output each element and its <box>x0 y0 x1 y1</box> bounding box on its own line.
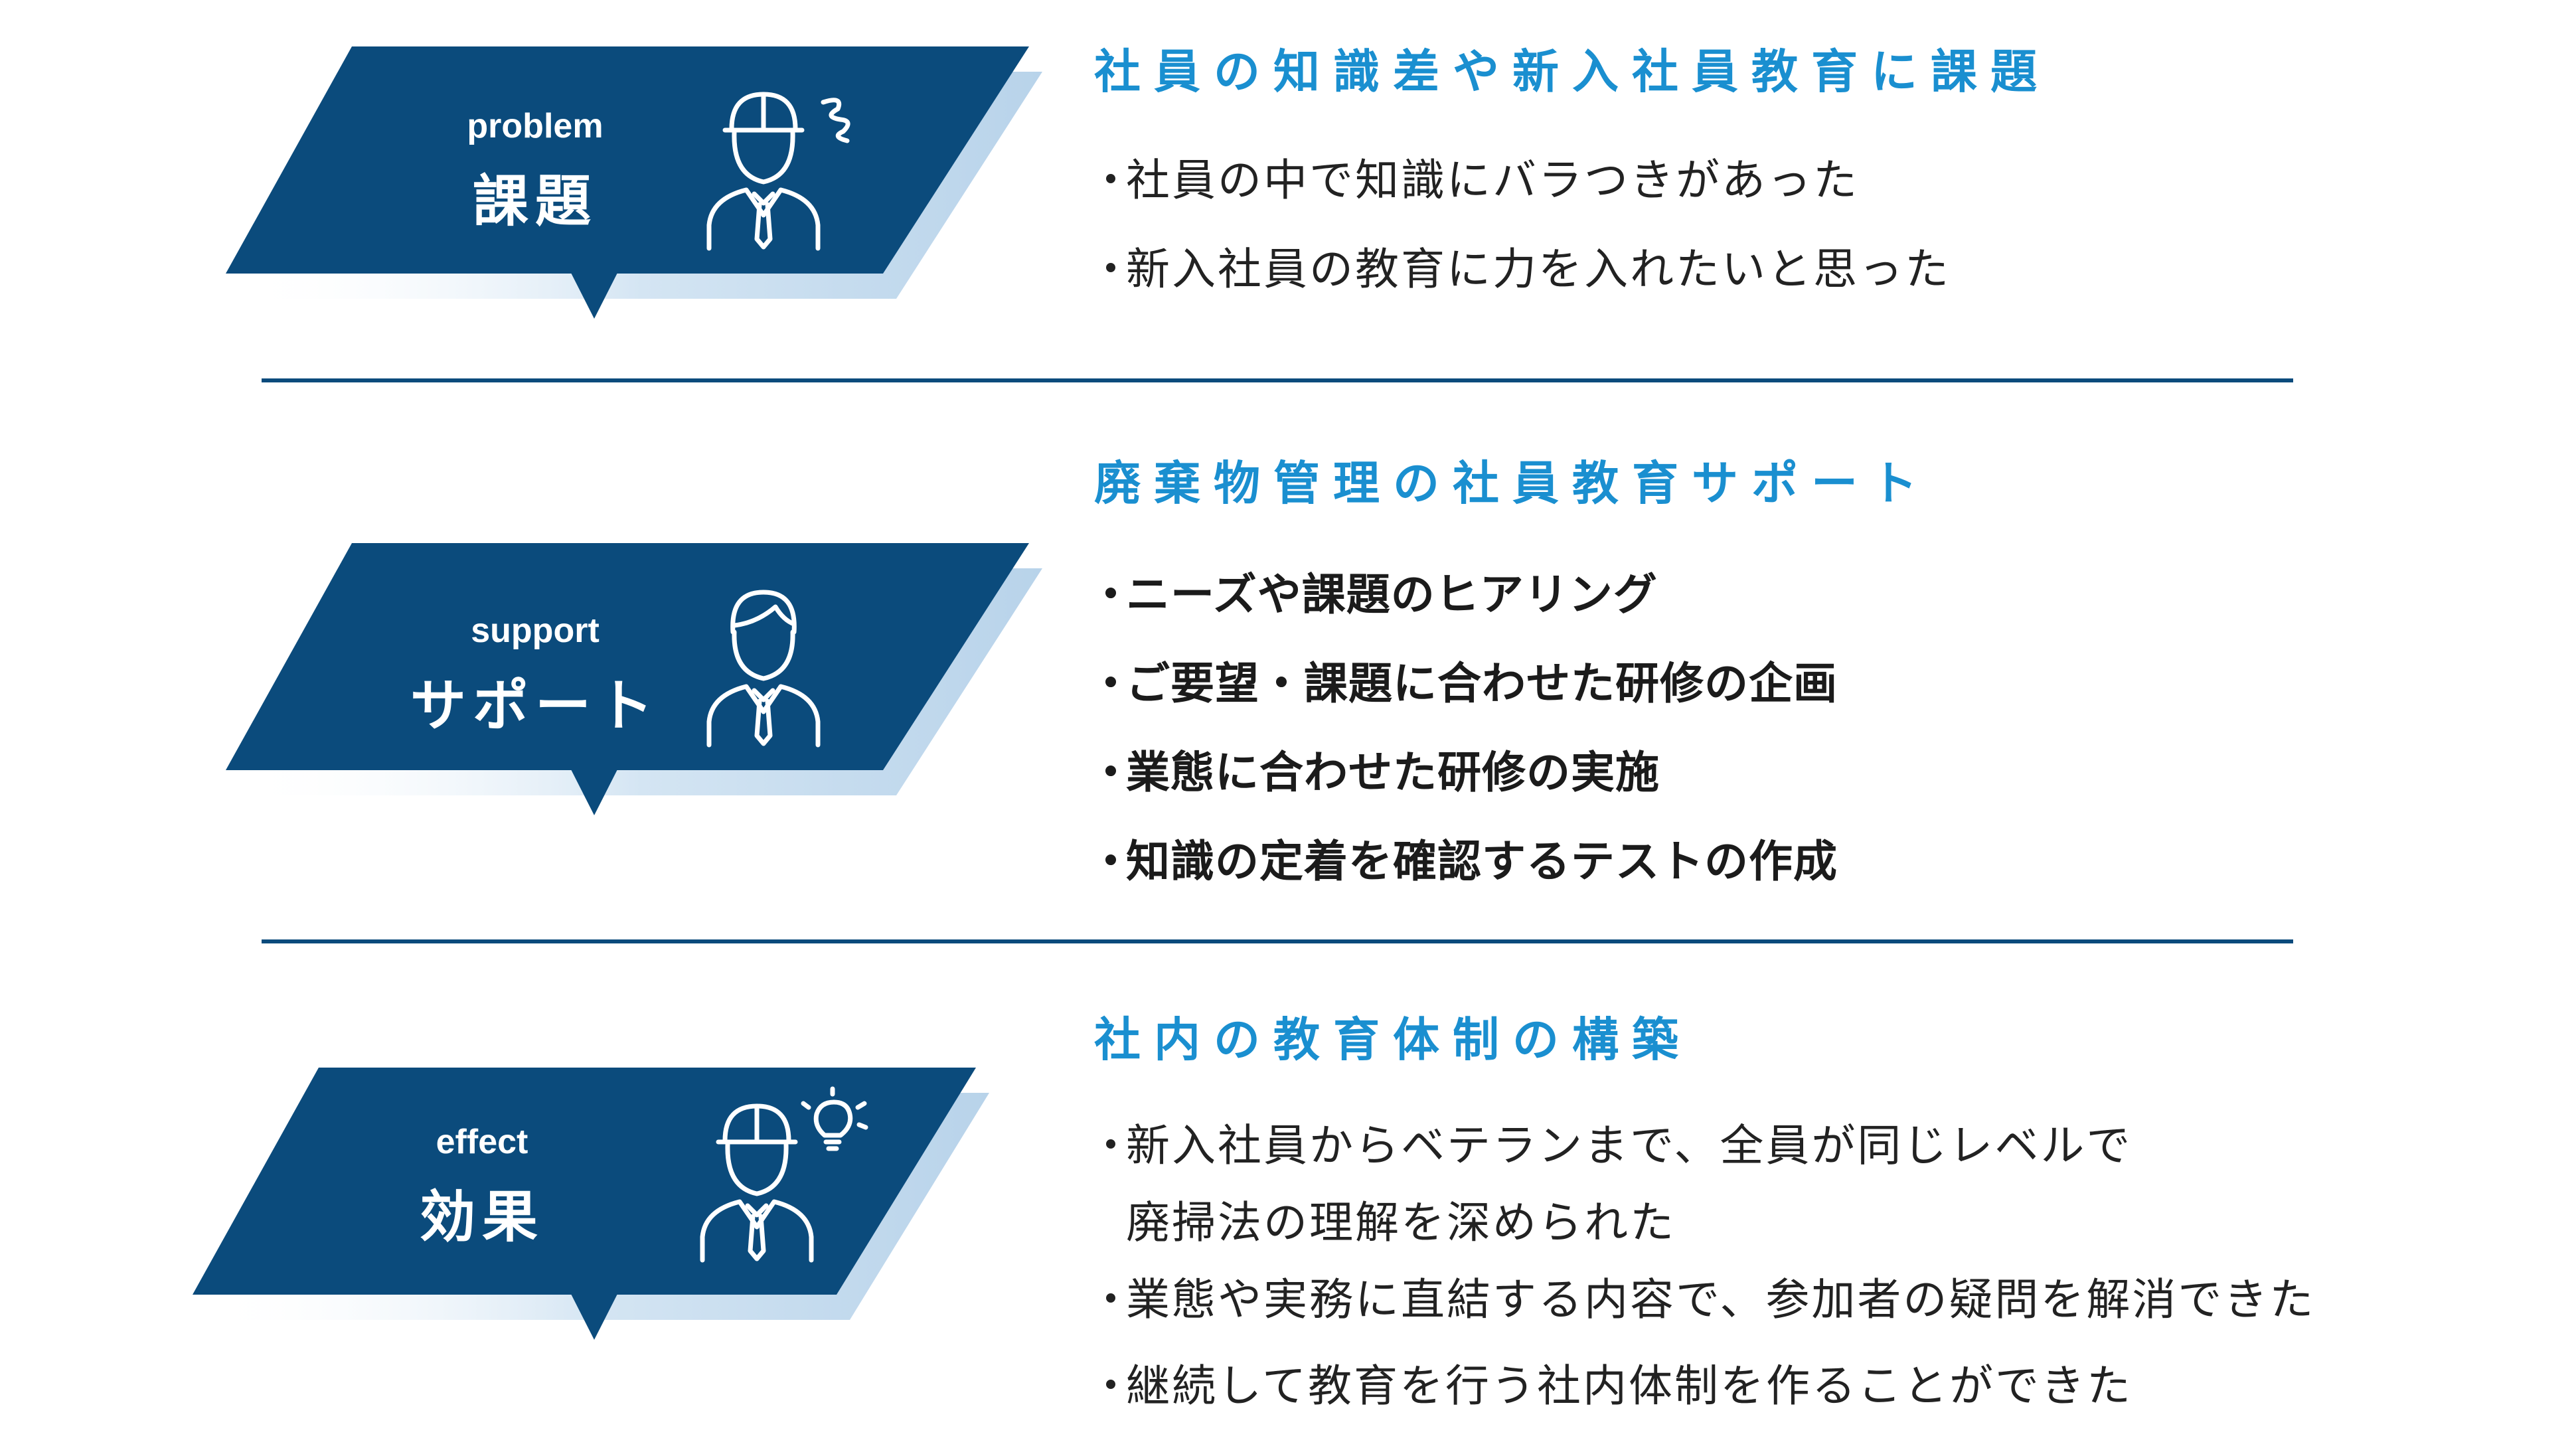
badge-effect: effect 効果 <box>193 1061 1016 1353</box>
list-item: 新入社員の教育に力を入れたいと思った <box>1089 234 1951 297</box>
badge-shape <box>226 543 1042 815</box>
worker-helmet-idea-icon <box>700 1086 868 1263</box>
list-item: 継続して教育を行う社内体制を作ることができた <box>1089 1350 2315 1414</box>
section-divider <box>262 378 2293 382</box>
list-item-continuation: 廃掃法の理解を深められた <box>1126 1197 1676 1248</box>
badge-ja-label: サポート <box>410 673 660 738</box>
section-heading: 廃棄物管理の社員教育サポート <box>1094 456 1931 511</box>
list-item: ニーズや課題のヒアリング <box>1089 559 1838 648</box>
badge-support: support サポート <box>226 536 1049 829</box>
badge-en-label: problem <box>467 107 604 145</box>
section-heading: 社内の教育体制の構築 <box>1094 1012 1692 1067</box>
section-support: support サポート 廃棄物管理の社員教育サポート ニーズや課題のヒアリング… <box>0 398 2576 929</box>
badge-ja-label: 課題 <box>472 169 598 234</box>
list-item: 社員の中で知識にバラつきがあった <box>1089 145 1951 234</box>
section-divider <box>262 939 2293 943</box>
list-item: 知識の定着を確認するテストの作成 <box>1089 826 1838 890</box>
badge-shape <box>193 1068 989 1340</box>
badge-en-label: support <box>471 611 600 650</box>
bullet-list: 社員の中で知識にバラつきがあった 新入社員の教育に力を入れたいと思った <box>1089 145 1951 297</box>
badge-en-label: effect <box>436 1123 528 1161</box>
list-item: 業態に合わせた研修の実施 <box>1089 737 1838 826</box>
badge-problem: problem 課題 <box>226 40 1049 332</box>
section-problem: problem 課題 社員の知識差や新入社員教育に課題 社員の中で知識にバラつき… <box>0 0 2576 372</box>
list-item: 業態や実務に直結する内容で、参加者の疑問を解消できた <box>1089 1264 2315 1350</box>
bullet-list: ニーズや課題のヒアリング ご要望・課題に合わせた研修の企画 業態に合わせた研修の… <box>1089 559 1838 890</box>
list-item: 新入社員からベテランまで、全員が同じレベルで <box>1089 1110 2315 1187</box>
bullet-list: 新入社員からベテランまで、全員が同じレベルで 廃掃法の理解を深められた 業態や実… <box>1089 1110 2315 1414</box>
section-effect: effect 効果 社内の教育体制の構築 新入社員からベテランまで、 <box>0 956 2576 1447</box>
consultant-person-icon <box>706 590 821 748</box>
worker-helmet-worried-icon <box>706 92 850 251</box>
badge-ja-label: 効果 <box>419 1184 544 1250</box>
list-item: ご要望・課題に合わせた研修の企画 <box>1089 648 1838 737</box>
section-heading: 社員の知識差や新入社員教育に課題 <box>1094 44 2050 99</box>
badge-shape <box>226 46 1042 319</box>
